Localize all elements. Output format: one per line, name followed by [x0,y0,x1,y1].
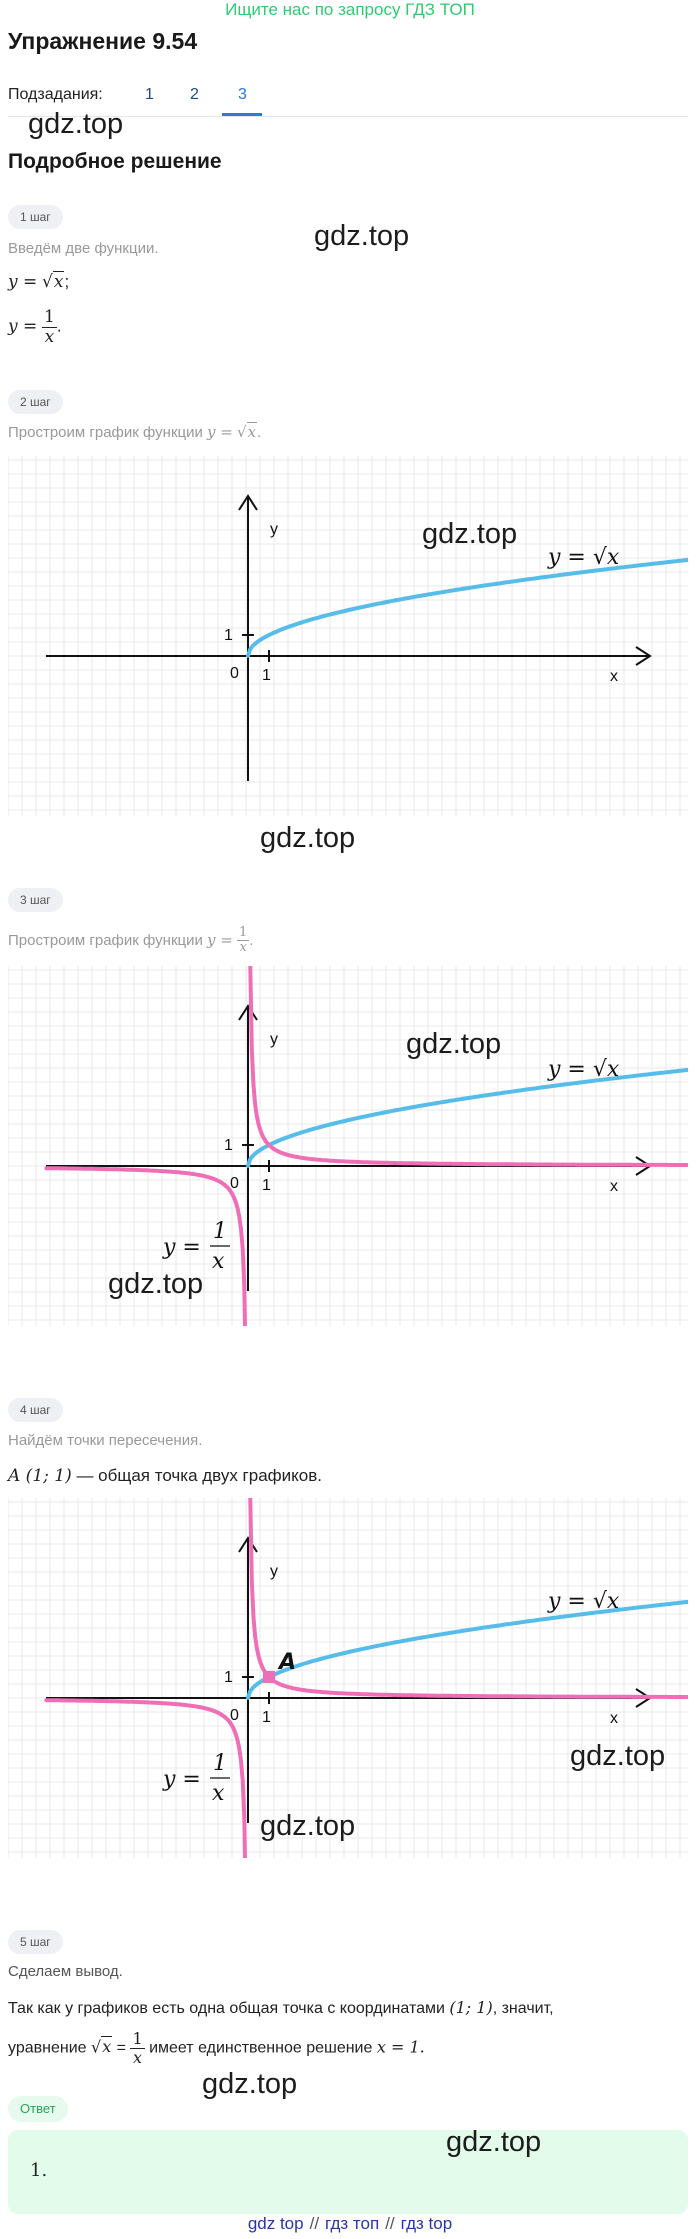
x-axis-label: x [610,1710,618,1727]
x-tick-label: 1 [262,1177,271,1194]
step-4-text: Найдём точки пересечения. [8,1432,203,1449]
x-axis-label: x [610,668,618,685]
watermark: gdz.top [202,2068,298,2100]
graph-sqrt-and-reciprocal: x y 0 1 1 y = √x y = 1 x [8,966,688,1326]
graph-intersection: x y 0 1 1 y = √x y = 1 x A [8,1498,688,1858]
watermark: gdz.top [28,108,124,140]
step-1-badge: 1 шаг [8,205,63,229]
tabs-divider [8,116,688,117]
reciprocal-curve-positive [248,966,688,1167]
page-title: Упражнение 9.54 [8,28,198,54]
subtasks-label: Подзадания: [8,86,103,103]
y-axis-label: y [270,1031,278,1048]
answer-value: 1. [30,2160,48,2181]
sqrt-curve-label: y = √x [547,1589,620,1614]
reciprocal-curve-positive [248,1498,688,1699]
intersection-point-label: A [277,1650,296,1675]
answer-box [8,2130,688,2214]
footer-links: gdz top // гдз топ // гдз top [0,2214,700,2234]
sqrt-curve [246,1599,688,1700]
y-axis-arrow [238,1004,258,1021]
footer-separator: // [385,2214,395,2233]
origin-label: 0 [230,1707,239,1724]
section-title: Подробное решение [8,150,222,173]
y-tick-label: 1 [224,627,233,644]
footer-link-1[interactable]: gdz top [247,2214,304,2233]
watermark: gdz.top [446,2126,542,2158]
y-axis-label: y [270,1563,278,1580]
reciprocal-label-den: x [212,1249,225,1274]
watermark: gdz.top [260,1810,356,1842]
reciprocal-label-lhs: y = [162,1235,201,1260]
sqrt-curve-label: y = √x [547,1057,620,1082]
subtask-tab-1[interactable]: 1 [145,86,154,103]
y-tick-label: 1 [224,1137,233,1154]
footer-link-2[interactable]: гдз топ [325,2214,380,2233]
subtask-tab-3[interactable]: 3 [238,86,247,103]
watermark: gdz.top [108,1268,204,1300]
step-2-badge: 2 шаг [8,390,63,414]
x-axis-arrow [635,646,652,666]
reciprocal-curve-negative [44,1698,247,1858]
promo-banner[interactable]: Ищите нас по запросу ГДЗ ТОП [225,0,475,19]
watermark: gdz.top [422,518,518,550]
subtask-tab-2[interactable]: 2 [190,86,199,103]
graph-sqrt: x y 0 1 1 y = √x [8,456,688,816]
reciprocal-curve-negative [44,1166,247,1326]
function-sqrt: y = √x; [8,271,70,292]
footer-link-3[interactable]: гдз top [400,2214,453,2233]
x-tick-label: 1 [262,667,271,684]
footer-separator: // [309,2214,320,2233]
step-3-badge: 3 шаг [8,888,63,912]
conclusion-line-1: Так как у графиков есть одна общая точка… [8,1998,554,2017]
intersection-point [263,1671,275,1683]
y-axis-arrow [238,494,258,511]
reciprocal-label-lhs: y = [162,1767,201,1792]
watermark: gdz.top [314,220,410,252]
origin-label: 0 [230,665,239,682]
y-tick-label: 1 [224,1669,233,1686]
step-5-badge: 5 шаг [8,1930,63,1954]
active-tab-indicator [222,113,262,116]
watermark: gdz.top [406,1028,502,1060]
watermark: gdz.top [260,822,356,854]
sqrt-curve [246,1067,688,1168]
reciprocal-label-den: x [212,1781,225,1806]
y-axis-label: y [270,521,278,538]
step-4-badge: 4 шаг [8,1398,63,1422]
step-5-text: Сделаем вывод. [8,1963,123,1980]
sqrt-curve [246,557,688,658]
intersection-statement: A (1; 1) — общая точка двух графиков. [8,1466,322,1486]
reciprocal-label-num: 1 [213,1751,227,1776]
y-axis-arrow [238,1536,258,1553]
sqrt-curve-label: y = √x [547,545,620,570]
x-axis-label: x [610,1178,618,1195]
watermark: gdz.top [570,1740,666,1772]
step-2-text: Простроим график функции y = √x. [8,422,262,441]
origin-label: 0 [230,1175,239,1192]
reciprocal-label-num: 1 [213,1219,227,1244]
step-1-text: Введём две функции. [8,240,159,257]
x-tick-label: 1 [262,1709,271,1726]
answer-badge: Ответ [8,2096,68,2122]
